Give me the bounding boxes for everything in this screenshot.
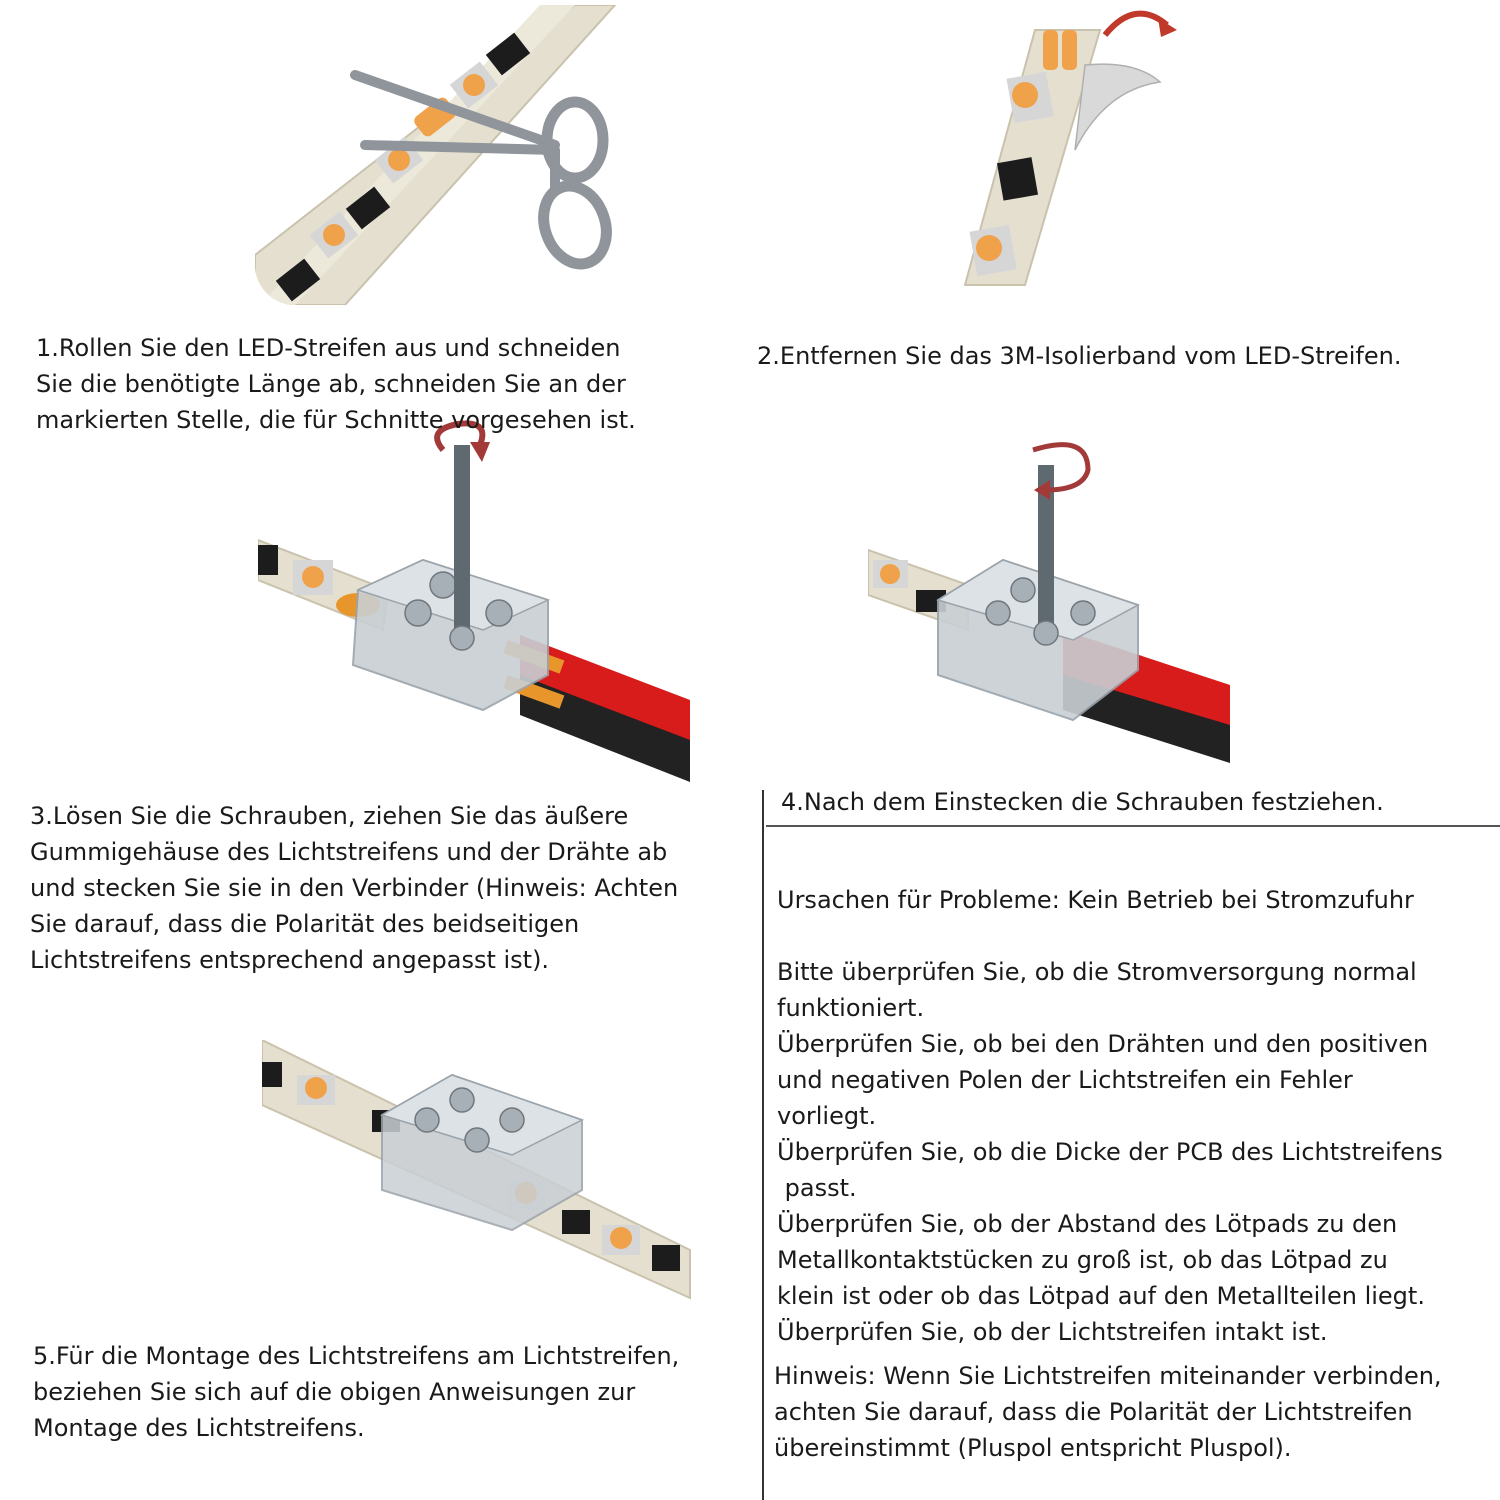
troubleshooting-line: vorliegt. [777,1102,877,1130]
troubleshooting-line: Überprüfen Sie, ob der Abstand des Lötpa… [777,1210,1398,1238]
troubleshooting-line: passt. [777,1174,857,1202]
step-4-text: 4.Nach dem Einstecken die Schrauben fest… [781,784,1384,820]
step-3-line: 3.Lösen Sie die Schrauben, ziehen Sie da… [30,802,629,830]
troubleshooting-note: Hinweis: Wenn Sie Lichtstreifen miteinan… [774,1358,1442,1466]
troubleshooting-line: und negativen Polen der Lichtstreifen ei… [777,1066,1353,1094]
step-1-line: markierten Stelle, die für Schnitte vorg… [36,406,636,434]
step-3-text: 3.Lösen Sie die Schrauben, ziehen Sie da… [30,798,678,978]
led-strip-scissors-icon [255,5,618,305]
troubleshooting-heading: Ursachen für Probleme: Kein Betrieb bei … [777,886,1414,914]
step-1-line: Sie die benötigte Länge ab, schneiden Si… [36,370,626,398]
troubleshooting-list: Bitte überprüfen Sie, ob die Stromversor… [777,954,1443,1350]
step-4-line: 4.Nach dem Einstecken die Schrauben fest… [781,788,1384,816]
note-line: übereinstimmt (Pluspol entspricht Pluspo… [774,1434,1292,1462]
step-1-text: 1.Rollen Sie den LED-Streifen aus und sc… [36,330,636,438]
connector-tighten-screw-icon [868,442,1230,763]
step-5-line: beziehen Sie sich auf die obigen Anweisu… [33,1378,636,1406]
connector-strip-to-strip-icon [262,1040,691,1300]
step-1-line: 1.Rollen Sie den LED-Streifen aus und sc… [36,334,621,362]
step-3-line: Lichtstreifens entsprechend angepasst is… [30,946,550,974]
step-3-line: Sie darauf, dass die Polarität des beids… [30,910,580,938]
troubleshooting-line: Überprüfen Sie, ob bei den Drähten und d… [777,1030,1429,1058]
troubleshooting-line: Bitte überprüfen Sie, ob die Stromversor… [777,958,1417,986]
step-3-line: Gummigehäuse des Lichtstreifens und der … [30,838,668,866]
step-3-line: und stecken Sie sie in den Verbinder (Hi… [30,874,679,902]
column-divider [762,790,764,1500]
step-5-text: 5.Für die Montage des Lichtstreifens am … [33,1338,679,1446]
step-5-line: Montage des Lichtstreifens. [33,1414,365,1442]
connector-loosen-screw-icon [258,420,690,782]
note-line: Hinweis: Wenn Sie Lichtstreifen miteinan… [774,1362,1442,1390]
step-5-line: 5.Für die Montage des Lichtstreifens am … [33,1342,680,1370]
note-line: achten Sie darauf, dass die Polarität de… [774,1398,1413,1426]
section-divider [766,825,1500,827]
troubleshooting-line: Überprüfen Sie, ob der Lichtstreifen int… [777,1318,1328,1346]
step-2-text: 2.Entfernen Sie das 3M-Isolierband vom L… [757,338,1401,374]
step-2-line: 2.Entfernen Sie das 3M-Isolierband vom L… [757,342,1402,370]
troubleshooting-line: klein ist oder ob das Lötpad auf den Met… [777,1282,1425,1310]
troubleshooting-line: Überprüfen Sie, ob die Dicke der PCB des… [777,1138,1443,1166]
led-strip-peel-tape-icon [963,10,1177,286]
troubleshooting-line: funktioniert. [777,994,925,1022]
troubleshooting-line: Metallkontaktstücken zu groß ist, ob das… [777,1246,1388,1274]
